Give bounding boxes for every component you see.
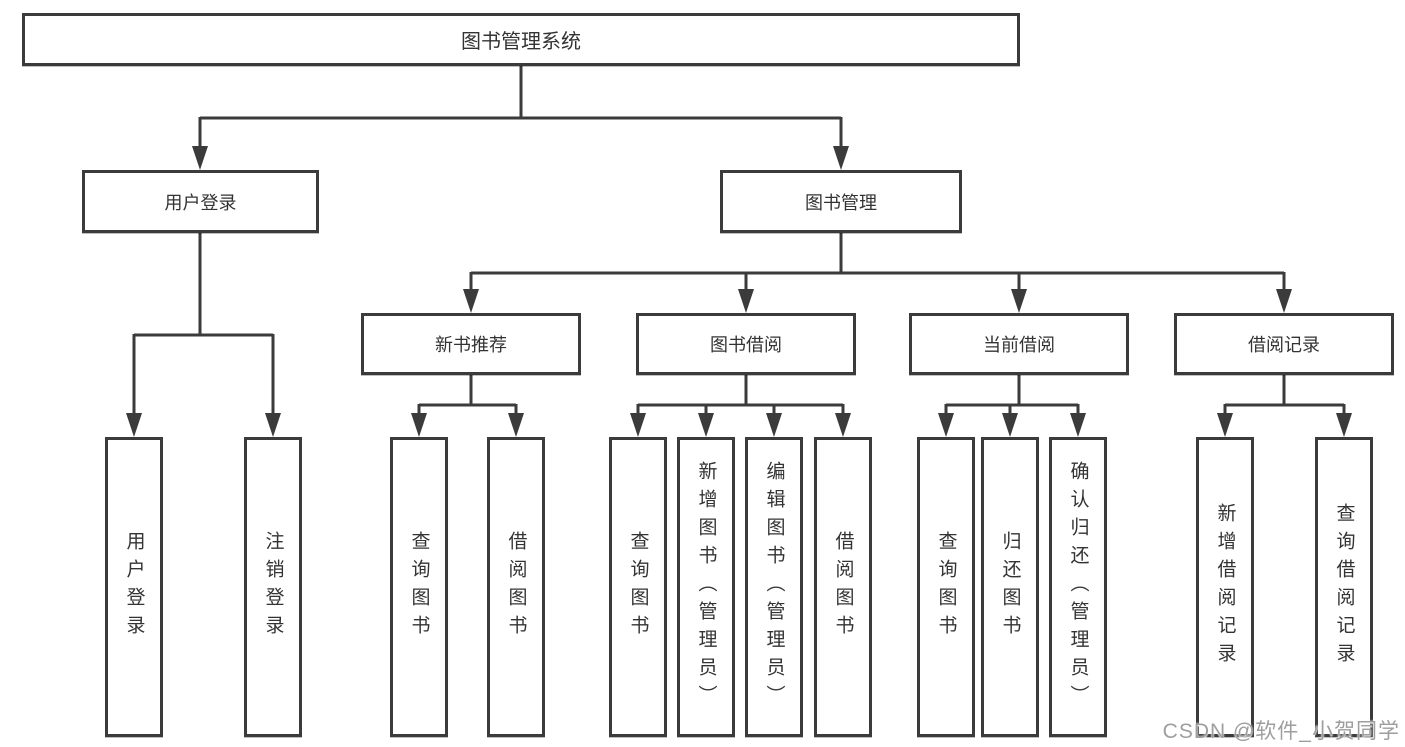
arrow-icon xyxy=(766,413,782,437)
edge-borrowing xyxy=(636,375,845,418)
node-root: 图书管理系统 xyxy=(22,13,1020,66)
arrow-icon xyxy=(1217,413,1233,437)
arrow-icon xyxy=(1070,413,1086,437)
leaf-confirm-return-admin: 确认归还（管理员） xyxy=(1049,437,1107,737)
leaf-logout: 注销登录 xyxy=(244,437,302,737)
leaf-confirm-return-admin-label: 确认归还（管理员） xyxy=(1067,461,1089,713)
arrow-icon xyxy=(126,413,142,437)
edge-new-book xyxy=(417,375,518,418)
arrow-icon xyxy=(463,289,479,313)
leaf-return-books: 归还图书 xyxy=(981,437,1039,737)
edge-user-login xyxy=(132,233,275,417)
arrow-icon xyxy=(508,413,524,437)
arrowheads xyxy=(126,146,1352,437)
leaf-query-books-recommend-label: 查询图书 xyxy=(408,531,430,643)
leaf-borrow-books-borrowing-label: 借阅图书 xyxy=(832,531,854,643)
edge-book-mgmt xyxy=(469,233,1286,294)
arrow-icon xyxy=(835,413,851,437)
node-root-label: 图书管理系统 xyxy=(461,31,581,53)
edge-records xyxy=(1223,375,1346,418)
node-user-login: 用户登录 xyxy=(82,170,319,233)
leaf-add-books-admin-label: 新增图书（管理员） xyxy=(695,461,717,713)
node-book-management: 图书管理 xyxy=(720,170,962,233)
leaf-add-borrow-record-label: 新增借阅记录 xyxy=(1214,503,1236,671)
node-book-borrowing: 图书借阅 xyxy=(636,313,856,375)
node-new-book-recommend: 新书推荐 xyxy=(361,313,581,375)
arrow-icon xyxy=(630,413,646,437)
leaf-query-books-current-label: 查询图书 xyxy=(935,531,957,643)
leaf-borrow-books-recommend: 借阅图书 xyxy=(487,437,545,737)
leaf-query-borrow-record: 查询借阅记录 xyxy=(1315,437,1373,737)
node-current-borrowing: 当前借阅 xyxy=(909,313,1129,375)
leaf-query-books-current: 查询图书 xyxy=(917,437,975,737)
leaf-add-borrow-record: 新增借阅记录 xyxy=(1196,437,1254,737)
arrow-icon xyxy=(738,289,754,313)
leaf-query-books-borrowing: 查询图书 xyxy=(609,437,667,737)
leaf-edit-books-admin: 编辑图书（管理员） xyxy=(745,437,803,737)
arrow-icon xyxy=(265,413,281,437)
csdn-watermark: CSDN @软件_小贺同学 xyxy=(1162,720,1400,743)
leaf-return-books-label: 归还图书 xyxy=(999,531,1021,643)
node-current-borrowing-label: 当前借阅 xyxy=(983,335,1055,355)
leaf-logout-label: 注销登录 xyxy=(262,531,284,643)
leaf-query-books-recommend: 查询图书 xyxy=(390,437,448,737)
edge-root xyxy=(198,66,843,150)
leaf-user-login-label: 用户登录 xyxy=(123,531,145,643)
arrow-icon xyxy=(833,146,849,170)
tree-edges xyxy=(132,66,1346,418)
leaf-add-books-admin: 新增图书（管理员） xyxy=(677,437,735,737)
edge-current xyxy=(944,375,1080,418)
arrow-icon xyxy=(411,413,427,437)
node-user-login-label: 用户登录 xyxy=(164,192,237,213)
arrow-icon xyxy=(1002,413,1018,437)
leaf-edit-books-admin-label: 编辑图书（管理员） xyxy=(763,461,785,713)
leaf-user-login: 用户登录 xyxy=(105,437,163,737)
arrow-icon xyxy=(192,146,208,170)
arrow-icon xyxy=(1336,413,1352,437)
node-book-management-label: 图书管理 xyxy=(805,192,877,213)
node-new-book-recommend-label: 新书推荐 xyxy=(435,335,507,355)
arrow-icon xyxy=(938,413,954,437)
arrow-icon xyxy=(698,413,714,437)
leaf-query-borrow-record-label: 查询借阅记录 xyxy=(1333,503,1355,671)
leaf-borrow-books-borrowing: 借阅图书 xyxy=(814,437,872,737)
leaf-borrow-books-recommend-label: 借阅图书 xyxy=(505,531,527,643)
node-borrowing-records: 借阅记录 xyxy=(1174,313,1394,375)
arrow-icon xyxy=(1011,289,1027,313)
node-borrowing-records-label: 借阅记录 xyxy=(1248,335,1320,355)
node-book-borrowing-label: 图书借阅 xyxy=(710,335,782,355)
leaf-query-books-borrowing-label: 查询图书 xyxy=(627,531,649,643)
arrow-icon xyxy=(1276,289,1292,313)
